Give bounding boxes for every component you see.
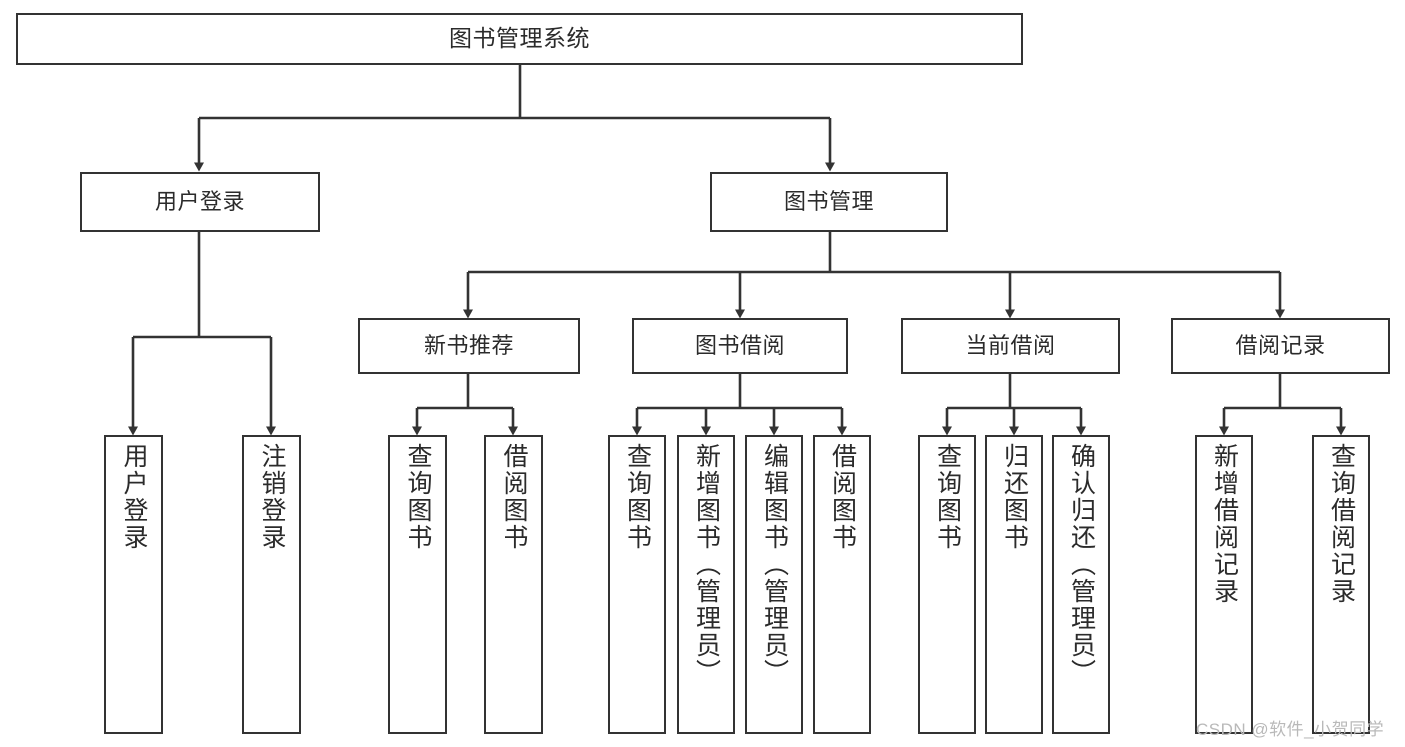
node-leaf-query-borrow-record[interactable]: 查询借阅记录 xyxy=(1312,435,1370,734)
node-label: 图书管理系统 xyxy=(449,25,590,52)
node-root-book-management-system[interactable]: 图书管理系统 xyxy=(16,13,1023,65)
node-label: 查询图书 xyxy=(623,443,652,551)
node-label: 新书推荐 xyxy=(423,333,514,359)
node-leaf-add-borrow-record[interactable]: 新增借阅记录 xyxy=(1195,435,1253,734)
node-leaf-user-login[interactable]: 用户登录 xyxy=(104,435,163,734)
node-label: 用户登录 xyxy=(154,189,245,215)
node-label: 归还图书 xyxy=(1000,443,1029,551)
node-label: 图书借阅 xyxy=(694,333,785,359)
node-label: 注销登录 xyxy=(258,443,286,551)
node-leaf-borrow-book-recommend[interactable]: 借阅图书 xyxy=(484,435,543,734)
node-leaf-add-book-admin[interactable]: 新增图书（管理员） xyxy=(677,435,735,734)
node-label: 借阅图书 xyxy=(828,443,857,551)
node-label: 查询图书 xyxy=(933,443,962,551)
node-label: 确认归还（管理员） xyxy=(1067,443,1096,686)
node-label: 用户登录 xyxy=(120,443,148,551)
node-label: 编辑图书（管理员） xyxy=(760,443,789,686)
node-leaf-return-book[interactable]: 归还图书 xyxy=(985,435,1043,734)
node-label: 查询借阅记录 xyxy=(1327,443,1356,605)
node-leaf-edit-book-admin[interactable]: 编辑图书（管理员） xyxy=(745,435,803,734)
node-leaf-borrow-book[interactable]: 借阅图书 xyxy=(813,435,871,734)
node-label: 查询图书 xyxy=(404,443,432,551)
node-book-management[interactable]: 图书管理 xyxy=(710,172,948,232)
node-leaf-query-book-recommend[interactable]: 查询图书 xyxy=(388,435,447,734)
node-leaf-query-book-borrow[interactable]: 查询图书 xyxy=(608,435,666,734)
node-label: 借阅图书 xyxy=(500,443,528,551)
node-leaf-confirm-return-admin[interactable]: 确认归还（管理员） xyxy=(1052,435,1110,734)
node-new-book-recommend[interactable]: 新书推荐 xyxy=(358,318,580,374)
node-label: 新增图书（管理员） xyxy=(692,443,721,686)
node-book-borrow[interactable]: 图书借阅 xyxy=(632,318,848,374)
node-label: 新增借阅记录 xyxy=(1210,443,1239,605)
csdn-watermark: CSDN @软件_小贺同学 xyxy=(1196,720,1385,739)
node-label: 图书管理 xyxy=(783,189,874,215)
node-user-login[interactable]: 用户登录 xyxy=(80,172,320,232)
node-leaf-logout-login[interactable]: 注销登录 xyxy=(242,435,301,734)
node-borrow-record[interactable]: 借阅记录 xyxy=(1171,318,1390,374)
node-leaf-query-book-current[interactable]: 查询图书 xyxy=(918,435,976,734)
node-label: 借阅记录 xyxy=(1235,333,1326,359)
node-current-borrow[interactable]: 当前借阅 xyxy=(901,318,1120,374)
node-label: 当前借阅 xyxy=(965,333,1056,359)
